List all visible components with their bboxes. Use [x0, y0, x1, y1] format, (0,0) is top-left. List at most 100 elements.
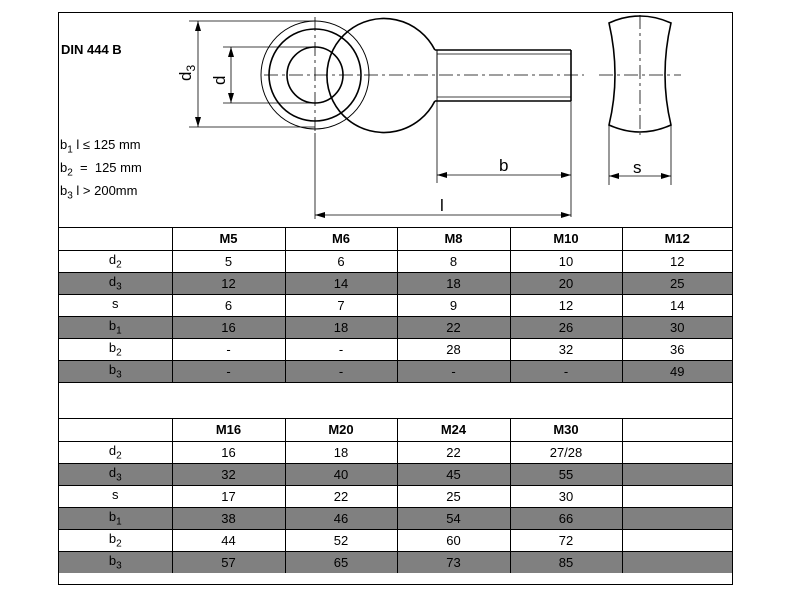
- row-symbol: b3: [59, 551, 173, 573]
- label-d: d: [210, 76, 229, 85]
- row-symbol: b1: [59, 507, 173, 530]
- table-cell: 12: [510, 294, 623, 317]
- table-cell: 30: [622, 316, 732, 339]
- table-cell: 10: [510, 250, 623, 273]
- table-cell: 22: [285, 485, 398, 508]
- table-cell: [622, 529, 732, 552]
- table-cell: [622, 485, 732, 508]
- table-cell: 46: [285, 507, 398, 530]
- table-cell: 27/28: [510, 441, 623, 464]
- table-cell: 18: [285, 441, 398, 464]
- table-cell: 65: [285, 551, 398, 573]
- column-header: M20: [285, 419, 398, 442]
- table-cell: -: [172, 360, 286, 383]
- table-cell: 32: [510, 338, 623, 361]
- row-symbol: s: [59, 294, 173, 317]
- side-view: [608, 15, 672, 133]
- row-symbol: s: [59, 485, 173, 508]
- row-symbol: d2: [59, 250, 173, 273]
- table-cell: 14: [622, 294, 732, 317]
- front-view: [260, 17, 572, 134]
- table-cell: 17: [172, 485, 286, 508]
- table-spacer: [59, 394, 732, 419]
- row-symbol: d3: [59, 272, 173, 295]
- table-cell: 18: [397, 272, 511, 295]
- table-cell: 7: [285, 294, 398, 317]
- table-cell: 9: [397, 294, 511, 317]
- table-cell: 85: [510, 551, 623, 573]
- table-cell: 26: [510, 316, 623, 339]
- table-cell: -: [285, 338, 398, 361]
- table-cell: -: [172, 338, 286, 361]
- table-cell: -: [510, 360, 623, 383]
- column-header: [59, 228, 173, 251]
- table-cell: 12: [172, 272, 286, 295]
- table-cell: 57: [172, 551, 286, 573]
- table-cell: [622, 463, 732, 486]
- table-cell: 52: [285, 529, 398, 552]
- row-symbol: b3: [59, 360, 173, 383]
- table-cell: 66: [510, 507, 623, 530]
- table-cell: 6: [285, 250, 398, 273]
- row-symbol: b2: [59, 338, 173, 361]
- label-l: l: [440, 196, 444, 215]
- center-lines: [264, 17, 584, 133]
- table-cell: [622, 507, 732, 530]
- condition-b3: b3 l > 200mm: [60, 183, 138, 202]
- table-cell: 22: [397, 441, 511, 464]
- table-cell: 12: [622, 250, 732, 273]
- table-cell: 55: [510, 463, 623, 486]
- table-cell: 44: [172, 529, 286, 552]
- label-s: s: [633, 158, 642, 177]
- table-cell: 18: [285, 316, 398, 339]
- column-header: [622, 419, 732, 442]
- eye-outer-contour: [326, 17, 436, 134]
- table-cell: 49: [622, 360, 732, 383]
- column-header: M8: [397, 228, 511, 251]
- column-header: M10: [510, 228, 623, 251]
- table-cell: 30: [510, 485, 623, 508]
- column-header: [59, 419, 173, 442]
- table-cell: 72: [510, 529, 623, 552]
- column-header: M12: [622, 228, 732, 251]
- label-d3: d3: [176, 65, 198, 81]
- table-cell: -: [285, 360, 398, 383]
- column-header: M24: [397, 419, 511, 442]
- condition-b1: b1 l ≤ 125 mm: [60, 137, 141, 156]
- condition-b2: b2 = 125 mm: [60, 160, 142, 179]
- column-header: M30: [510, 419, 623, 442]
- table-cell: 8: [397, 250, 511, 273]
- table-cell: 16: [172, 316, 286, 339]
- table-cell: 38: [172, 507, 286, 530]
- label-b: b: [499, 156, 508, 175]
- table-cell: 36: [622, 338, 732, 361]
- table-cell: 60: [397, 529, 511, 552]
- header-panel: DIN 444 B b1 l ≤ 125 mm b2 = 125 mm b3 l…: [59, 13, 732, 228]
- eye-bolt-drawing: d3 d b l s: [176, 15, 681, 219]
- row-symbol: d3: [59, 463, 173, 486]
- column-header: M6: [285, 228, 398, 251]
- row-symbol: b1: [59, 316, 173, 339]
- table-cell: 25: [622, 272, 732, 295]
- dimension-lines: [189, 20, 672, 219]
- row-symbol: d2: [59, 441, 173, 464]
- table-cell: 6: [172, 294, 286, 317]
- table-row: b3----49: [59, 360, 732, 383]
- table-cell: 40: [285, 463, 398, 486]
- table-cell: [622, 551, 732, 573]
- column-header: M5: [172, 228, 286, 251]
- column-header: M16: [172, 419, 286, 442]
